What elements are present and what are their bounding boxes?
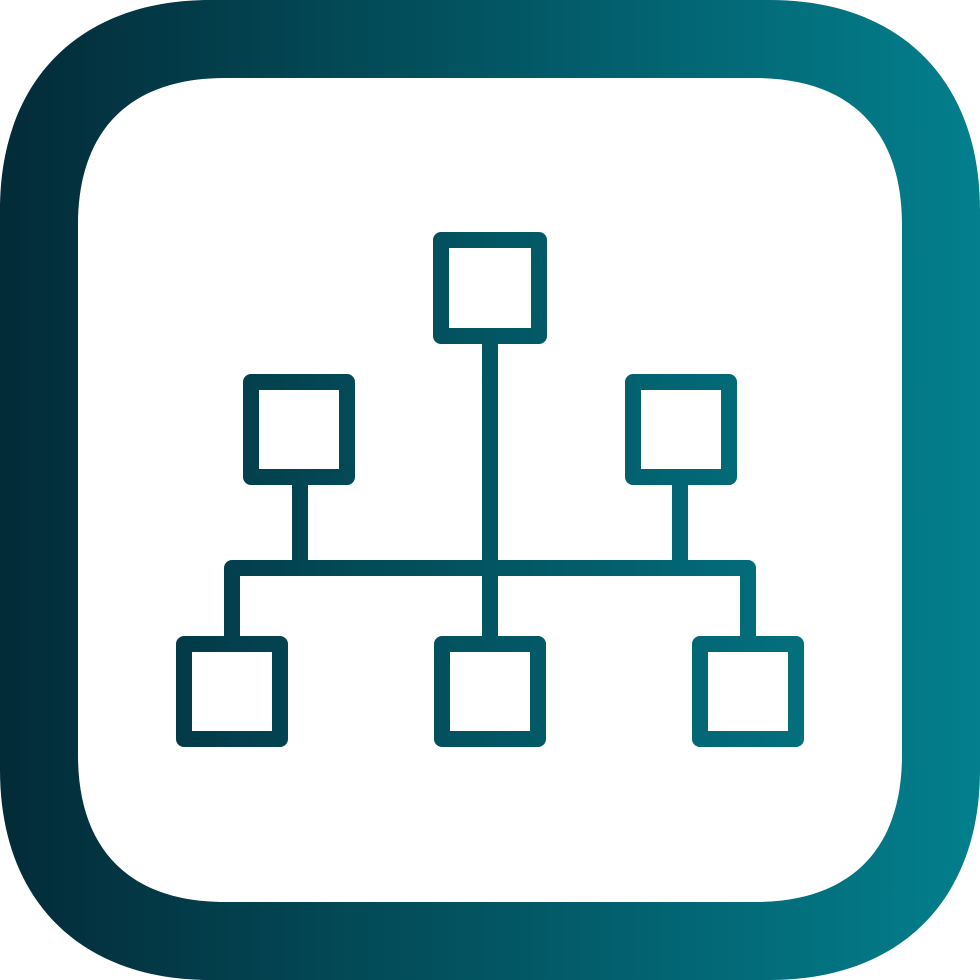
bottom-left-node	[176, 636, 288, 747]
middle-right-node	[625, 374, 737, 485]
org-chart-diagram	[176, 232, 804, 747]
middle-left-node	[243, 374, 355, 485]
top-node	[433, 232, 547, 344]
bottom-center-node	[434, 636, 546, 747]
bottom-right-node	[692, 636, 804, 747]
